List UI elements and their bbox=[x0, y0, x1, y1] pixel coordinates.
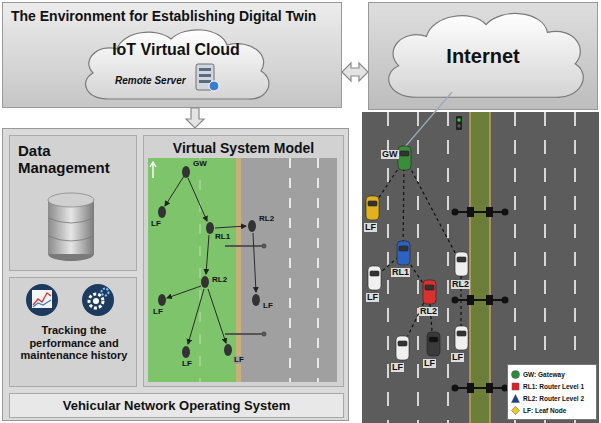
map-node-label: GW bbox=[192, 160, 208, 168]
box-title: Data Management bbox=[18, 142, 130, 177]
cloud-title: IoT Virtual Cloud bbox=[71, 41, 281, 59]
chart-icon bbox=[26, 284, 58, 316]
map-node-label: LF bbox=[150, 220, 162, 228]
map-node-label: RL2 bbox=[211, 276, 228, 284]
cloud-shape: IoT Virtual CloudRemote Server bbox=[71, 25, 281, 105]
virtual-map bbox=[148, 158, 337, 382]
map-node-label: LF bbox=[152, 308, 164, 316]
legend-row: RL2: Router Level 2 bbox=[511, 392, 593, 404]
vehicle-label: RL2 bbox=[419, 307, 438, 316]
box-title: Virtual System Model bbox=[144, 140, 343, 156]
environment-panel: The Environment for Establishing Digital… bbox=[2, 2, 342, 108]
vehicle-label: LF bbox=[364, 223, 377, 232]
vehicle-label: LF bbox=[423, 359, 436, 368]
legend-row: GW: Gateway bbox=[511, 368, 593, 380]
legend-row: RL1: Router Level 1 bbox=[511, 380, 593, 392]
legend-label: GW: Gateway bbox=[523, 371, 565, 378]
road-illustration bbox=[362, 92, 599, 423]
map-node-label: RL1 bbox=[214, 233, 231, 241]
server-icon bbox=[196, 64, 219, 91]
legend-row: LF: Leaf Node bbox=[511, 404, 593, 416]
map-node-label: LF bbox=[181, 360, 193, 368]
legend-box: GW: GatewayRL1: Router Level 1 RL2: Route… bbox=[507, 364, 597, 420]
title-text: The Environment for Establishing Digital… bbox=[11, 8, 316, 24]
vehicle-label: LF bbox=[366, 293, 379, 302]
vehicle-label: GW bbox=[381, 150, 399, 159]
legend-swatch bbox=[511, 406, 520, 415]
block-arrow bbox=[342, 63, 368, 81]
map-node-label: LF bbox=[233, 356, 245, 364]
vehicle-label: LF bbox=[391, 363, 404, 372]
legend-label: RL1: Router Level 1 bbox=[523, 383, 584, 390]
cloud-outline bbox=[71, 25, 281, 105]
vehicle-label: LF bbox=[451, 353, 464, 362]
legend-swatch bbox=[511, 370, 520, 379]
gear-icon bbox=[82, 284, 114, 316]
server-label: Remote Server bbox=[115, 75, 186, 87]
legend-label: RL2: Router Level 2 bbox=[523, 395, 584, 402]
box-title: Tracking the performance and maintenance… bbox=[14, 324, 134, 362]
internet-panel: Internet bbox=[368, 2, 598, 110]
map-node-label: LF bbox=[262, 302, 274, 310]
vehicle-label: RL2 bbox=[451, 280, 470, 289]
legend-swatch bbox=[511, 394, 520, 403]
bar-label: Vehicular Network Operating System bbox=[9, 393, 344, 418]
vehicle-label: RL1 bbox=[391, 268, 410, 277]
block-arrow bbox=[186, 108, 204, 128]
database-icon bbox=[48, 193, 94, 261]
cloud-title: Internet bbox=[369, 45, 597, 68]
legend-swatch bbox=[511, 382, 520, 391]
legend-label: LF: Leaf Node bbox=[523, 407, 566, 414]
map-node-label: RL2 bbox=[258, 215, 275, 223]
